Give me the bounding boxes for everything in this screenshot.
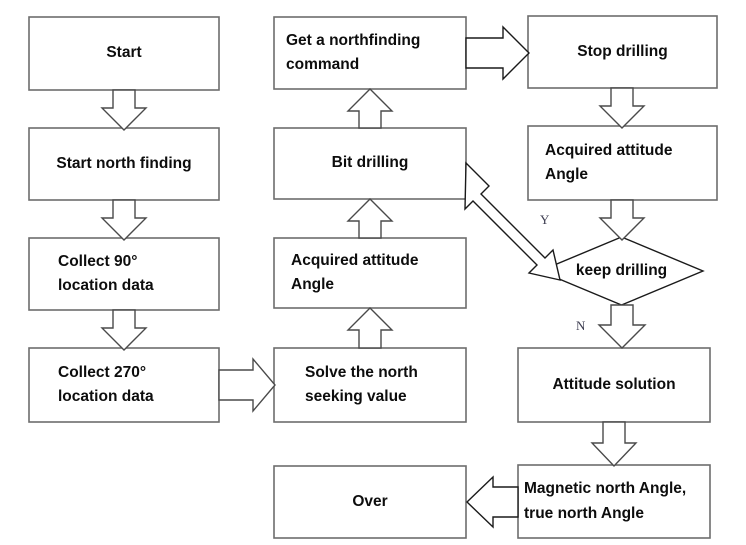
arrow-keep-drilling-yes-to-bit-drilling bbox=[464, 161, 561, 281]
branch-label-yes: Y bbox=[540, 212, 550, 227]
node-over[interactable] bbox=[273, 465, 467, 539]
arrow-attitude-solution-to-magnetic-north bbox=[590, 421, 638, 468]
node-collect-270[interactable] bbox=[28, 347, 220, 423]
arrow-start-north-finding-to-collect-90 bbox=[100, 199, 148, 241]
node-get-northfinding-command[interactable] bbox=[273, 16, 467, 90]
arrow-acquired-attitude-middle-to-bit-drilling bbox=[346, 198, 394, 239]
arrow-get-command-to-stop-drilling bbox=[465, 25, 530, 81]
node-bit-drilling[interactable] bbox=[273, 127, 467, 200]
arrow-stop-drilling-to-acquired-attitude-right bbox=[598, 87, 646, 129]
node-start-north-finding[interactable] bbox=[28, 127, 220, 201]
arrow-collect-90-to-collect-270 bbox=[100, 309, 148, 351]
node-stop-drilling[interactable] bbox=[527, 15, 718, 89]
node-magnetic-true-north-angle[interactable] bbox=[517, 464, 711, 539]
arrow-keep-drilling-no-to-attitude-solution bbox=[597, 304, 647, 349]
arrow-magnetic-north-to-over bbox=[465, 475, 519, 529]
node-acquired-attitude-angle-middle[interactable] bbox=[273, 237, 467, 309]
arrow-acquired-attitude-right-to-keep-drilling bbox=[598, 199, 646, 241]
node-start[interactable] bbox=[28, 16, 220, 91]
arrow-solve-north-to-acquired-attitude-middle bbox=[346, 307, 394, 349]
arrow-bit-drilling-to-get-command bbox=[346, 88, 394, 129]
node-solve-north-seeking-value[interactable] bbox=[273, 347, 467, 423]
node-attitude-solution[interactable] bbox=[517, 347, 711, 423]
node-keep-drilling-decision[interactable] bbox=[538, 236, 705, 306]
arrow-start-to-start-north-finding bbox=[100, 89, 148, 131]
branch-label-no: N bbox=[576, 318, 586, 333]
node-acquired-attitude-angle-right[interactable] bbox=[527, 125, 718, 201]
arrow-collect-270-to-solve-north bbox=[218, 357, 276, 413]
node-collect-90[interactable] bbox=[28, 237, 220, 311]
